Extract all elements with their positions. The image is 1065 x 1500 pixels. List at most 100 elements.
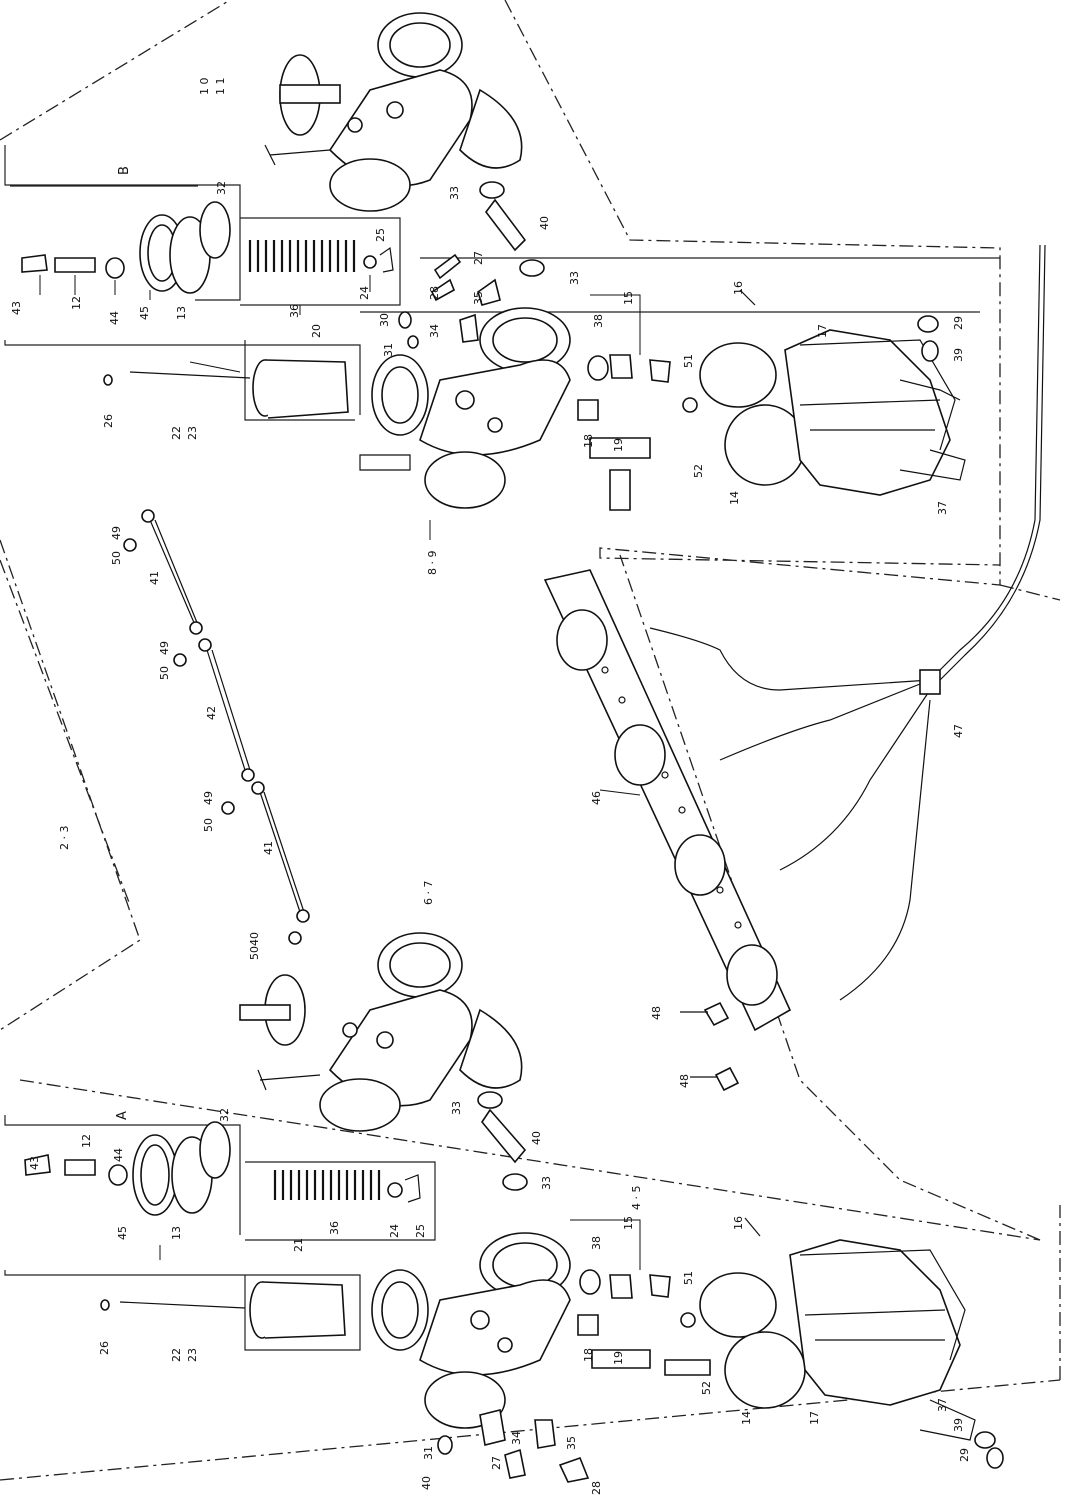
label-group-4-5: 4 · 5 [630, 1186, 643, 1211]
label-16-top: 16 [732, 281, 745, 295]
hose-assembly-47 [649, 244, 1046, 1001]
label-32-bot: 32 [218, 1108, 231, 1122]
label-39-top: 39 [952, 348, 965, 362]
label-50-c: 50 [202, 818, 215, 832]
label-40-bot: 40 [420, 1476, 433, 1490]
label-19-top: 19 [612, 438, 625, 452]
bracket-boxes [4, 145, 1000, 1351]
label-27-top: 27 [472, 251, 485, 265]
label-39-bot: 39 [952, 1418, 965, 1432]
label-51-bot: 51 [682, 1271, 695, 1285]
label-32-top: 32 [215, 181, 228, 195]
label-17-bot: 17 [808, 1411, 821, 1425]
label-51-top: 51 [682, 354, 695, 368]
label-15-top: 15 [622, 291, 635, 305]
label-13-bot: 13 [170, 1226, 183, 1240]
label-47: 47 [952, 724, 965, 738]
label-31-bot: 31 [422, 1446, 435, 1460]
label-49-a: 49 [110, 526, 123, 540]
label-34-top: 34 [428, 324, 441, 338]
label-49-b: 49 [158, 641, 171, 655]
label-17-top: 17 [816, 324, 829, 338]
label-group-6-7: 6 · 7 [422, 881, 435, 906]
label-48-a: 48 [650, 1006, 663, 1020]
label-group-8-9: 8 · 9 [426, 551, 439, 576]
label-35-bot: 35 [565, 1436, 578, 1450]
label-26-top: 26 [102, 414, 115, 428]
label-14-bot: 14 [740, 1411, 753, 1425]
linkage-rods [123, 509, 310, 945]
label-30-top: 30 [378, 313, 391, 327]
label-29-top: 29 [952, 316, 965, 330]
label-21-bot: 21 [292, 1238, 305, 1252]
label-15-bot: 15 [622, 1216, 635, 1230]
label-34-bot: 34 [510, 1431, 523, 1445]
float-bowl-bottom [699, 1239, 1004, 1469]
label-18-bot: 18 [582, 1348, 595, 1362]
label-25-top: 25 [374, 228, 387, 242]
label-35-top: 35 [472, 291, 485, 305]
label-45-bot: 45 [116, 1226, 129, 1240]
label-24-top: 24 [358, 286, 371, 300]
label-50-a: 50 [110, 551, 123, 565]
label-28-top: 28 [428, 286, 441, 300]
label-22-top: 22 [170, 426, 183, 440]
needle-parts-top [21, 201, 394, 419]
label-37-bot: 37 [936, 1398, 949, 1412]
label-28-bot: 28 [590, 1481, 603, 1495]
part-number-labels: 1 0 1 1 33 40 33 B 43 12 44 45 13 32 36 … [10, 78, 971, 1496]
label-43-top: 43 [10, 301, 23, 315]
joint-40-top [479, 181, 545, 277]
label-33-mid-b: 33 [540, 1176, 553, 1190]
carburetor-4-5 [371, 1217, 761, 1483]
label-group-A: A [115, 1111, 130, 1120]
label-40-mid: 40 [530, 1131, 543, 1145]
bolts-48 [680, 1001, 740, 1092]
label-13-top: 13 [175, 306, 188, 320]
label-11: 1 1 [214, 78, 227, 96]
label-12-bot: 12 [80, 1134, 93, 1148]
label-29-bot: 29 [958, 1448, 971, 1462]
label-33-top-b: 33 [568, 271, 581, 285]
label-33-mid: 33 [450, 1101, 463, 1115]
label-50-b: 50 [158, 666, 171, 680]
label-14-top: 14 [728, 491, 741, 505]
label-41-a: 41 [148, 571, 161, 585]
label-48-b: 48 [678, 1074, 691, 1088]
label-52-top: 52 [692, 464, 705, 478]
label-52-bot: 52 [700, 1381, 713, 1395]
label-38-top: 38 [592, 314, 605, 328]
label-18-top: 18 [582, 434, 595, 448]
label-group-B: B [117, 166, 132, 175]
label-33-top-a: 33 [448, 186, 461, 200]
label-26-bot: 26 [98, 1341, 111, 1355]
label-20-top: 20 [310, 324, 323, 338]
label-40-top: 40 [538, 216, 551, 230]
label-44-top: 44 [108, 311, 121, 325]
carburetor-6-7 [239, 932, 528, 1191]
label-19-bot: 19 [612, 1351, 625, 1365]
label-44-bot: 44 [112, 1148, 125, 1162]
leader-lines [39, 275, 641, 1270]
label-31-top: 31 [382, 343, 395, 357]
label-23-bot: 23 [186, 1348, 199, 1362]
label-49-c: 49 [202, 791, 215, 805]
label-25-bot: 25 [414, 1224, 427, 1238]
carburetor-10-11 [264, 12, 523, 212]
float-bowl-top [699, 315, 966, 496]
needle-parts-bottom [24, 1121, 421, 1339]
carburetor-8-9 [359, 253, 756, 511]
label-42: 42 [205, 706, 218, 720]
label-16-bot: 16 [732, 1216, 745, 1230]
label-12-top: 12 [70, 296, 83, 310]
manifold-plate-46 [543, 569, 792, 1032]
label-27-bot: 27 [490, 1456, 503, 1470]
label-41-b: 41 [262, 841, 275, 855]
label-24-bot: 24 [388, 1224, 401, 1238]
label-23-top: 23 [186, 426, 199, 440]
label-36-bot: 36 [328, 1221, 341, 1235]
label-5040: 5040 [248, 932, 261, 960]
label-36-top: 36 [288, 304, 301, 318]
